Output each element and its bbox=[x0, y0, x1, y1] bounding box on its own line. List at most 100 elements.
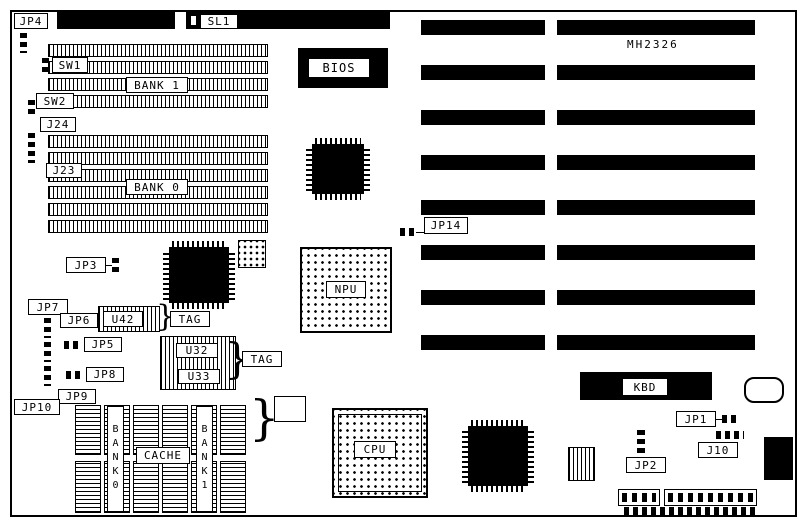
isa-slot-long bbox=[557, 155, 755, 170]
jp5-jumper-pins bbox=[64, 341, 80, 349]
edge-solder-pads bbox=[624, 507, 757, 515]
label-jp6: JP6 bbox=[60, 313, 98, 328]
chip-pins bbox=[528, 429, 534, 483]
label-jp2: JP2 bbox=[626, 457, 666, 473]
label-jp14: JP14 bbox=[424, 217, 468, 234]
cache-chip bbox=[133, 405, 159, 455]
label-jp5: JP5 bbox=[84, 337, 122, 352]
qfp-chip bbox=[163, 241, 235, 309]
isa-slot-short bbox=[421, 290, 545, 305]
isa-slot-long bbox=[557, 20, 755, 35]
j23-header-pins bbox=[28, 133, 35, 163]
isa-slot-short bbox=[421, 155, 545, 170]
label-sw2: SW2 bbox=[36, 93, 74, 109]
jumper-pins bbox=[44, 366, 51, 386]
dip-chip bbox=[568, 447, 595, 481]
chip-die bbox=[169, 247, 229, 303]
label-jp3: JP3 bbox=[66, 257, 106, 273]
label-sw1: SW1 bbox=[52, 57, 88, 73]
chip-pins bbox=[306, 147, 312, 191]
label-cache-bank0: BANK0 bbox=[107, 406, 124, 512]
label-u33: U33 bbox=[178, 369, 220, 384]
isa-slot-long bbox=[557, 110, 755, 125]
chip-pins bbox=[229, 250, 235, 300]
jp3-jumper-pins bbox=[112, 258, 119, 272]
chip-pins bbox=[172, 241, 226, 247]
jp2-header-pins bbox=[637, 430, 645, 456]
simm-socket bbox=[48, 152, 268, 165]
label-cache: CACHE bbox=[136, 447, 190, 464]
cpu-inner-outline bbox=[338, 414, 422, 492]
isa-slot-long bbox=[557, 290, 755, 305]
label-kbd: KBD bbox=[622, 378, 668, 396]
small-chip-outline bbox=[274, 396, 306, 422]
chip-pins bbox=[315, 138, 361, 144]
dip-switch-block bbox=[42, 58, 49, 74]
isa-slot-short bbox=[421, 200, 545, 215]
leader-line bbox=[106, 265, 112, 266]
simm-socket bbox=[48, 203, 268, 216]
jp1-jumper-pins bbox=[722, 415, 740, 423]
jumper-pins bbox=[44, 318, 51, 338]
label-sl1: SL1 bbox=[200, 14, 238, 29]
label-bios: BIOS bbox=[308, 58, 370, 78]
power-connector-bar bbox=[57, 12, 175, 29]
connector-notch bbox=[191, 16, 196, 25]
chip-pins bbox=[471, 420, 525, 426]
label-cache-bank1: BANK1 bbox=[196, 406, 213, 512]
label-npu: NPU bbox=[326, 281, 366, 298]
isa-slot-short bbox=[421, 245, 545, 260]
leader-line bbox=[416, 232, 424, 233]
label-j23: J23 bbox=[46, 163, 82, 178]
j10-header-pins bbox=[716, 431, 744, 439]
isa-slot-long bbox=[557, 245, 755, 260]
chip-pins bbox=[462, 429, 468, 483]
header-pins bbox=[622, 493, 656, 502]
label-j10: J10 bbox=[698, 442, 738, 458]
label-jp1: JP1 bbox=[676, 411, 716, 427]
cache-chip bbox=[75, 461, 101, 513]
simm-socket bbox=[48, 95, 268, 108]
pin-header bbox=[664, 489, 757, 506]
power-connector bbox=[764, 437, 793, 480]
cache-chip bbox=[133, 461, 159, 513]
label-tag: TAG bbox=[170, 311, 210, 327]
label-bank0: BANK 0 bbox=[126, 179, 188, 195]
isa-slot-long bbox=[557, 335, 755, 350]
isa-slot-long bbox=[557, 200, 755, 215]
header-pins bbox=[668, 493, 753, 502]
label-cpu: CPU bbox=[354, 441, 396, 458]
brace: } bbox=[249, 390, 280, 446]
pin-header bbox=[618, 489, 660, 506]
part-number: MH2326 bbox=[627, 38, 679, 51]
chip-die bbox=[468, 426, 528, 486]
jp4-jumper-pins bbox=[20, 33, 27, 53]
simm-socket bbox=[48, 220, 268, 233]
jp14-jumper-pins bbox=[400, 228, 416, 236]
label-jp10: JP10 bbox=[14, 399, 60, 415]
isa-slot-short bbox=[421, 110, 545, 125]
label-j24: J24 bbox=[40, 117, 76, 132]
label-bank1: BANK 1 bbox=[126, 77, 188, 93]
jp8-jumper-pins bbox=[66, 371, 82, 379]
isa-slot-short bbox=[421, 335, 545, 350]
cache-chip bbox=[162, 405, 188, 455]
keyboard-din-connector bbox=[744, 377, 784, 403]
simm-socket bbox=[48, 135, 268, 148]
chip-pins bbox=[315, 194, 361, 200]
label-jp4: JP4 bbox=[14, 13, 48, 29]
cache-chip bbox=[220, 461, 246, 513]
plcc-socket bbox=[238, 240, 266, 268]
chip-die bbox=[312, 144, 364, 194]
label-u32: U32 bbox=[176, 343, 218, 358]
label-jp8: JP8 bbox=[86, 367, 124, 382]
label-u42: U42 bbox=[103, 311, 143, 327]
isa-slot-short bbox=[421, 20, 545, 35]
isa-slot-short bbox=[421, 65, 545, 80]
qfp-chip bbox=[462, 420, 534, 492]
chip-pins bbox=[471, 486, 525, 492]
qfp-chip bbox=[306, 138, 370, 200]
jumper-pins bbox=[44, 342, 51, 362]
cache-chip bbox=[162, 461, 188, 513]
